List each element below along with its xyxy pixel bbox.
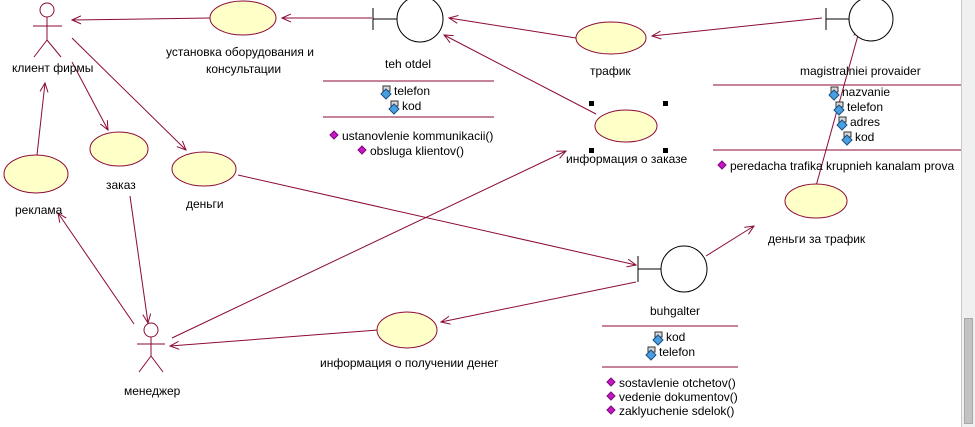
key-attribute-icon [388, 100, 400, 115]
usecase-order[interactable] [89, 131, 149, 167]
edge-install-to-client[interactable] [72, 18, 211, 20]
stick-figure-actor-icon [33, 2, 62, 58]
edge-buhgalter-to-trafficmoney[interactable] [705, 226, 754, 257]
key-attribute-icon [841, 131, 853, 146]
usecase-traffic-label: трафик [590, 64, 631, 78]
actor-client[interactable] [33, 2, 62, 58]
edge-orderinfo-to-tehotdel[interactable] [444, 35, 597, 115]
actor-manager-label: менеджер [124, 384, 181, 398]
usecase-payment-info-label: информация о получении денег [320, 356, 499, 370]
attribute-label: telefon [394, 84, 430, 98]
usecase-advert-label: реклама [15, 203, 63, 217]
key-attribute-icon [836, 116, 848, 131]
method-label: vedenie dokumentov() [619, 390, 738, 404]
usecase-money-label: деньги [186, 197, 224, 211]
edge-traffic-to-tehotdel[interactable] [449, 18, 577, 39]
usecase-order-label: заказ [106, 178, 136, 192]
class-teh-otdel-name: teh otdel [385, 57, 431, 71]
attribute-label: kod [402, 99, 421, 113]
edge-provider-to-traffic[interactable] [652, 17, 823, 36]
edge-paymentinfo-to-manager[interactable] [170, 329, 379, 346]
attribute-label: telefon [659, 345, 695, 359]
scrollbar-thumb[interactable] [964, 318, 973, 424]
key-attribute-icon [380, 85, 392, 100]
actor-manager[interactable] [137, 322, 165, 373]
diamond-method-icon [606, 405, 616, 415]
class-provider-name: magistralniei provaider [800, 64, 921, 78]
attribute-label: telefon [847, 100, 883, 114]
usecase-install[interactable] [209, 0, 277, 36]
diamond-method-icon [606, 391, 616, 401]
edge-manager-to-orderinfo[interactable] [171, 151, 566, 339]
selection-handles [589, 101, 668, 153]
edge-client-to-money[interactable] [71, 37, 186, 150]
diamond-method-icon [606, 377, 616, 387]
edge-advert-to-client[interactable] [36, 83, 45, 156]
class-buhgalter-methods: sostavlenie otchetov()vedenie dokumentov… [606, 376, 738, 418]
usecase-install-label-1: установка оборудования и [166, 45, 314, 59]
diamond-method-icon [717, 160, 727, 170]
usecase-order-info-label: информация о заказе [566, 152, 687, 166]
diamond-method-icon [357, 145, 367, 155]
edge-client-to-order[interactable] [71, 61, 108, 130]
usecase-traffic[interactable] [575, 21, 647, 55]
key-attribute-icon [828, 86, 840, 101]
class-buhgalter-name: buhgalter [650, 304, 700, 318]
stick-figure-actor-icon [137, 322, 165, 373]
attribute-label: kod [666, 330, 685, 344]
class-provider[interactable]: magistralniei provaider nazvanietelefona… [713, 0, 961, 173]
attribute-label: adres [850, 115, 880, 129]
boundary-class-icon [637, 245, 708, 293]
usecase-traffic-money[interactable] [784, 183, 848, 219]
edge-order-to-manager[interactable] [129, 195, 148, 323]
boundary-class-icon [372, 0, 444, 43]
method-label: sostavlenie otchetov() [619, 376, 736, 390]
usecase-money[interactable] [171, 151, 237, 187]
key-attribute-icon [833, 101, 845, 116]
usecase-install-label-2: консультации [206, 62, 281, 76]
method-label: zaklyuchenie sdelok() [619, 404, 734, 418]
boundary-class-icon [825, 0, 894, 42]
usecase-traffic-money-label: деньги за трафик [768, 232, 866, 246]
usecase-advert[interactable] [3, 154, 69, 194]
edge-buhgalter-to-paymentinfo[interactable] [441, 281, 637, 322]
actor-client-label: клиент фирмы [12, 61, 93, 75]
vertical-scrollbar[interactable] [961, 0, 975, 427]
edge-money-to-buhgalter[interactable] [237, 174, 636, 265]
usecase-payment-info[interactable] [376, 311, 438, 349]
edge-manager-to-advert[interactable] [58, 213, 135, 325]
method-label: ustanovlenie kommunikacii() [342, 129, 493, 143]
key-attribute-icon [645, 346, 657, 361]
method-label: peredacha trafika krupnieh kanalam prova [730, 159, 954, 173]
diamond-method-icon [329, 130, 339, 140]
class-teh-otdel-methods: ustanovlenie kommunikacii()obsluga klien… [329, 129, 493, 158]
key-attribute-icon [652, 331, 664, 346]
method-label: obsluga klientov() [370, 144, 464, 158]
attribute-label: kod [855, 130, 874, 144]
attribute-label: nazvanie [842, 85, 890, 99]
usecase-order-info[interactable] [594, 109, 658, 143]
class-provider-methods: peredacha trafika krupnieh kanalam prova [717, 159, 954, 173]
